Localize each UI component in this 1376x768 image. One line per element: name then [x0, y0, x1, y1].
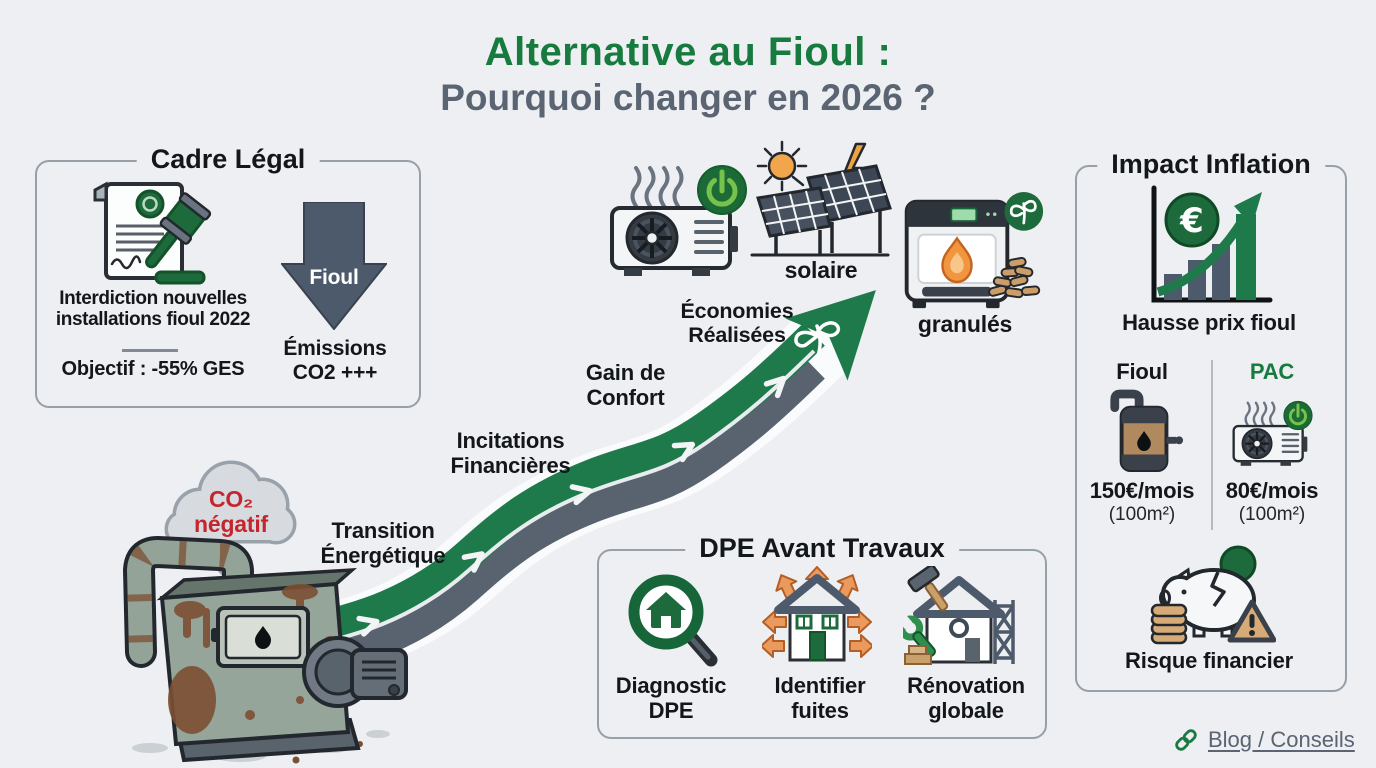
milestone-economies: Économies Réalisées [680, 299, 794, 348]
blog-conseils-link[interactable]: Blog / Conseils [1208, 727, 1355, 752]
heat-pump-icon [1230, 398, 1318, 467]
solar-label: solaire [784, 257, 858, 283]
legal-document-gavel-icon [93, 181, 212, 285]
heat-pump-icon [606, 160, 756, 278]
house-heat-leaks-icon [762, 566, 872, 662]
panel-inflation: Impact Inflation [1075, 149, 1347, 692]
euro-growth-chart-icon: € [1151, 185, 1273, 303]
crack [1210, 571, 1226, 608]
gavel-icon [145, 192, 212, 269]
law-text: Interdiction nouvelles installations fio… [55, 288, 251, 331]
objective-text: Objectif : -55% GES [61, 358, 245, 380]
dpe-item-label: Diagnostic DPE [615, 673, 727, 723]
svg-text:€: € [1179, 201, 1204, 241]
dpe-item-label: Identifier fuites [774, 673, 866, 723]
pac-cost: 80€/mois [1225, 478, 1319, 503]
milestone-incitations: Incitations Financières [450, 428, 571, 478]
road-chevron-arrows [356, 375, 787, 637]
hammer-icon [907, 566, 949, 612]
emissions-text: Émissions CO2 +++ [283, 337, 387, 384]
panel-inflation-title: Impact Inflation [1097, 149, 1325, 180]
euro-coin-icon [1164, 192, 1220, 248]
fioul-boiler-icon [1110, 389, 1184, 472]
magnifier-house-icon [628, 574, 718, 667]
panel-cadre-legal: Cadre Légal [35, 144, 421, 408]
solar-panel-icon [750, 140, 892, 257]
wrench-icon [903, 614, 936, 658]
page-subtitle: Pourquoi changer en 2026 ? [440, 77, 936, 118]
compare-pac-name: PAC [1249, 359, 1295, 384]
link-icon [1175, 729, 1197, 751]
fioul-cost: 150€/mois [1089, 478, 1195, 503]
sun-icon [767, 151, 797, 181]
compare-fioul-name: Fioul [1116, 359, 1168, 384]
panel-dpe-title: DPE Avant Travaux [685, 533, 959, 564]
fioul-area: (100m²) [1108, 504, 1176, 525]
pellets-pile-icon [988, 256, 1041, 299]
green-arrowhead-icon [785, 290, 876, 381]
footer: Blog / Conseils [1172, 726, 1355, 754]
house-glyph [646, 592, 686, 628]
flame-icon [941, 236, 973, 284]
compare-divider [1211, 360, 1213, 530]
coins-stack-icon [1150, 603, 1188, 645]
down-arrow-label: Fioul [309, 266, 359, 289]
fioul-down-arrow-icon [281, 202, 387, 330]
inflation-chart-caption: Hausse prix fioul [1122, 310, 1296, 335]
milestone-confort: Gain de Confort [585, 360, 666, 410]
panel-dpe: DPE Avant Travaux [597, 533, 1047, 739]
boiler-display [950, 207, 978, 223]
co2-cloud-icon [164, 460, 297, 587]
oil-drop-icon [255, 626, 271, 649]
page-title: Alternative au Fioul : [484, 30, 892, 74]
panel-cadre-legal-title: Cadre Légal [136, 144, 320, 175]
broken-piggy-bank-icon [1150, 545, 1276, 645]
pac-area: (100m²) [1238, 504, 1306, 525]
renovation-house-icon [903, 566, 1015, 665]
pellets-label: granulés [917, 311, 1013, 337]
law-divider [122, 349, 178, 352]
pellet-boiler-icon [904, 192, 1044, 309]
dpe-item-label: Rénovation globale [907, 673, 1025, 723]
risk-caption: Risque financier [1125, 648, 1293, 673]
warning-triangle-icon [1227, 599, 1276, 643]
co2-cloud-label: CO₂ négatif [194, 486, 268, 537]
leak-arrows [762, 566, 872, 658]
seal-icon [135, 189, 165, 219]
old-fioul-boiler-illustration [122, 535, 408, 764]
milestone-transition: Transition Énergétique [320, 518, 446, 568]
